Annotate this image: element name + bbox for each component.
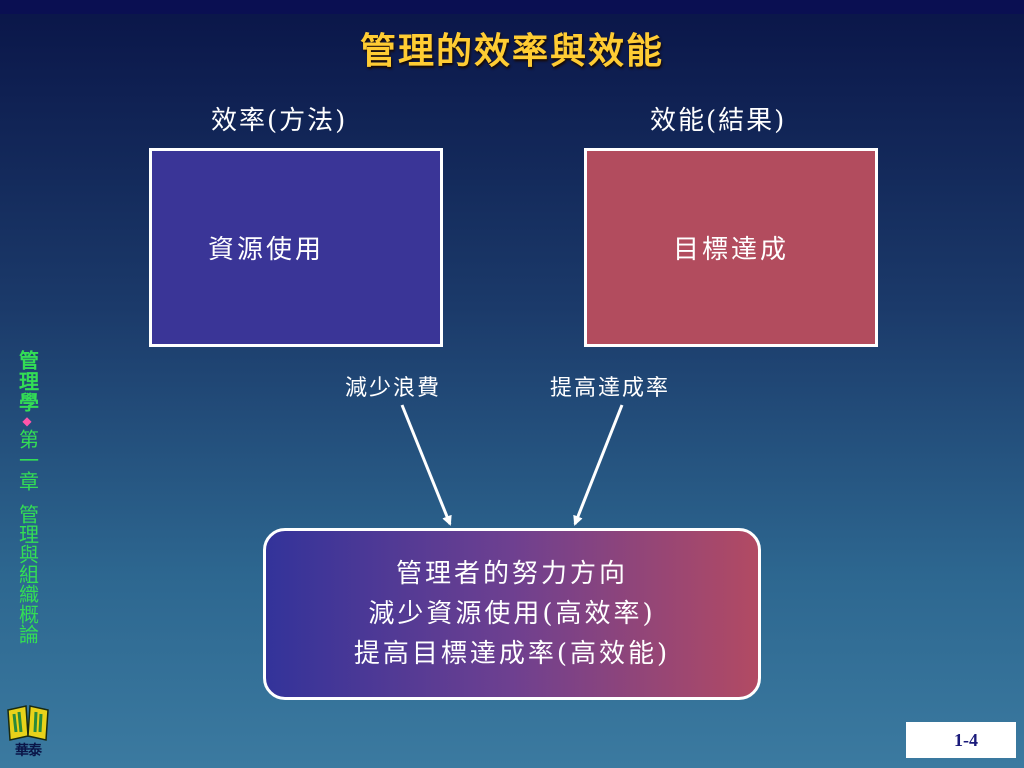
resource-use-text: 資源使用 <box>207 235 324 265</box>
sidebar-subject: 管理與組織概論 <box>15 504 40 644</box>
goal-achievement-box: 目標達成 <box>584 148 878 347</box>
raise-achievement-label: 提高達成率 <box>550 376 671 401</box>
left-arrow <box>400 404 452 526</box>
right-arrow <box>573 404 624 526</box>
goal-achievement-text: 目標達成 <box>672 235 789 265</box>
sidebar-book-title: 管理學 <box>15 350 40 413</box>
manager-direction-line-2: 減少資源使用(高效率) <box>368 599 656 629</box>
sidebar: 管理學 ◆ 第一章 管理與組織概論 <box>14 350 40 644</box>
logo-text: 華泰 <box>15 743 42 759</box>
efficiency-label: 效率(方法) <box>211 106 348 136</box>
reduce-waste-label: 減少浪費 <box>345 376 442 401</box>
slide-title: 管理的效率與效能 <box>359 30 664 72</box>
sidebar-chapter: 第一章 <box>15 429 40 492</box>
top-band <box>0 0 1024 14</box>
manager-direction-line-1: 管理者的努力方向 <box>395 559 628 589</box>
diamond-separator-icon: ◆ <box>22 414 32 428</box>
page-number: 1-4 <box>906 722 1016 758</box>
resource-use-box: 資源使用 <box>149 148 443 347</box>
effectiveness-label: 效能(結果) <box>650 106 787 136</box>
book-logo-icon <box>7 705 49 741</box>
manager-direction-line-3: 提高目標達成率(高效能) <box>353 639 671 669</box>
manager-direction-box: 管理者的努力方向 減少資源使用(高效率) 提高目標達成率(高效能) <box>263 528 761 700</box>
